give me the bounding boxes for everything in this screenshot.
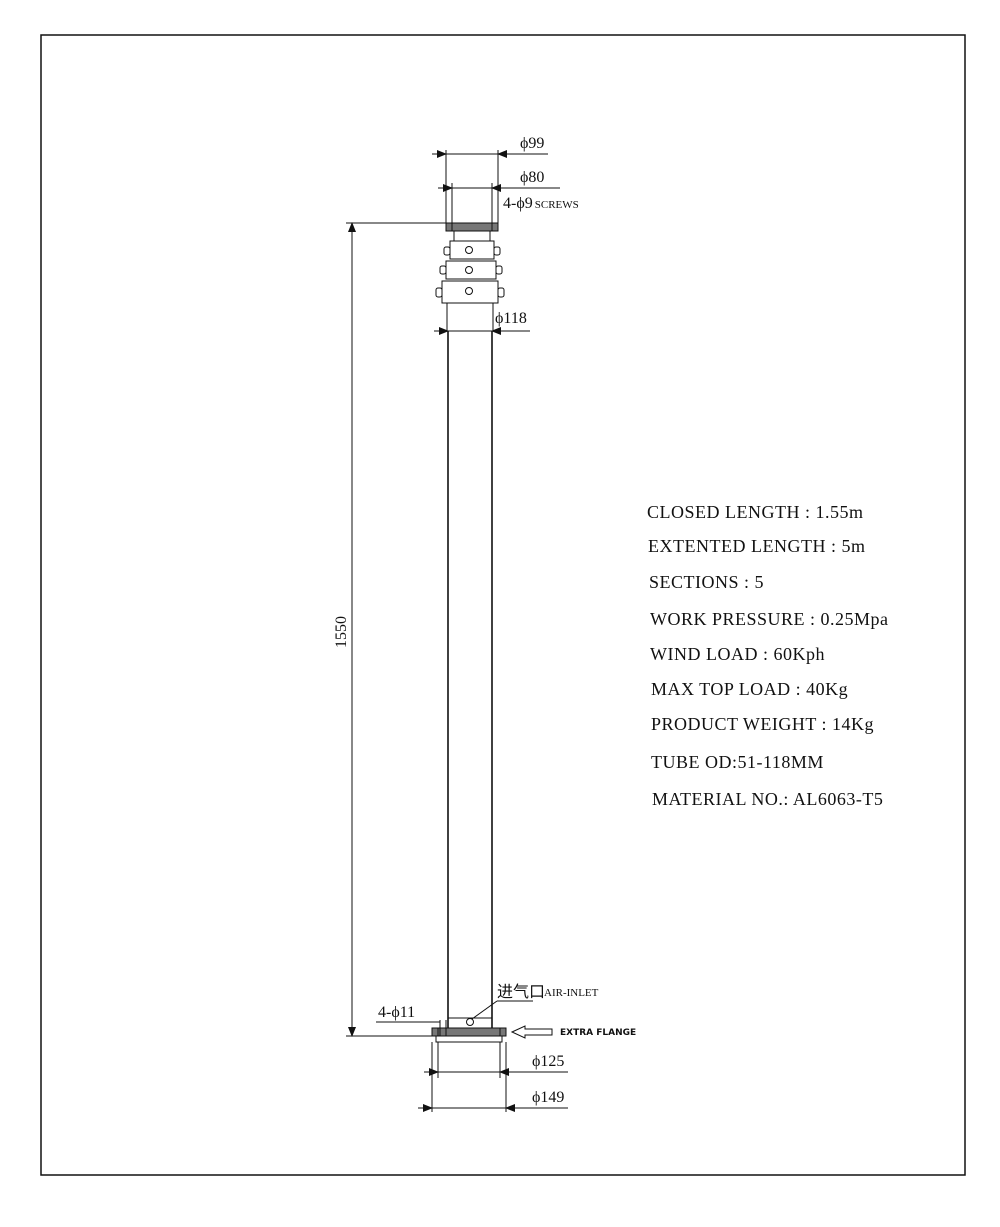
- dim-top-inner: ϕ80: [520, 169, 544, 186]
- air-inlet-icon: [466, 1018, 474, 1026]
- dim-tube: ϕ118: [495, 310, 527, 327]
- extra-flange-label: EXTRA FLANGE: [560, 1028, 636, 1038]
- dim-length: 1550: [333, 616, 350, 648]
- clamp-screws: [465, 246, 473, 295]
- spec-sections: SECTIONS : 5: [649, 572, 764, 592]
- air-inlet-label-cn: 进气口: [497, 983, 545, 1001]
- drawing-frame: [40, 34, 966, 1176]
- spec-wind-load: WIND LOAD : 60Kph: [650, 644, 825, 664]
- clamp-stack: [435, 230, 505, 332]
- spec-material: MATERIAL NO.: AL6063-T5: [652, 789, 883, 809]
- spec-max-top-load: MAX TOP LOAD : 40Kg: [651, 679, 848, 699]
- top-dimension-lines: [432, 150, 560, 223]
- bottom-flange: [431, 1027, 507, 1043]
- screw-icon: [465, 266, 473, 274]
- spec-work-pressure: WORK PRESSURE : 0.25Mpa: [650, 609, 889, 629]
- spec-product-weight: PRODUCT WEIGHT : 14Kg: [651, 714, 874, 734]
- spec-tube-od: TUBE OD:51-118MM: [651, 752, 824, 772]
- dim-top-outer: ϕ99: [520, 135, 544, 152]
- screw-icon: [465, 287, 473, 295]
- dim-base-outer: ϕ149: [532, 1089, 564, 1106]
- spec-extended-length: EXTENTED LENGTH : 5m: [648, 536, 865, 556]
- dim-base-inner: ϕ125: [532, 1053, 564, 1070]
- air-inlet-label-en: AIR-INLET: [544, 987, 599, 999]
- screw-icon: [465, 246, 473, 254]
- main-tube: [447, 331, 493, 1028]
- holes-dimension-lines: [376, 1020, 447, 1036]
- top-flange: [445, 222, 499, 232]
- spec-list: CLOSED LENGTH : 1.55m EXTENTED LENGTH : …: [647, 502, 889, 809]
- air-inlet-leader: [471, 1000, 498, 1020]
- spec-closed-length: CLOSED LENGTH : 1.55m: [647, 502, 864, 522]
- dim-holes: 4-ϕ11: [378, 1004, 415, 1021]
- extra-flange-arrow-icon: [510, 1025, 553, 1039]
- length-dimension-lines: [346, 222, 446, 1037]
- base-dimension-lines: [418, 1042, 568, 1112]
